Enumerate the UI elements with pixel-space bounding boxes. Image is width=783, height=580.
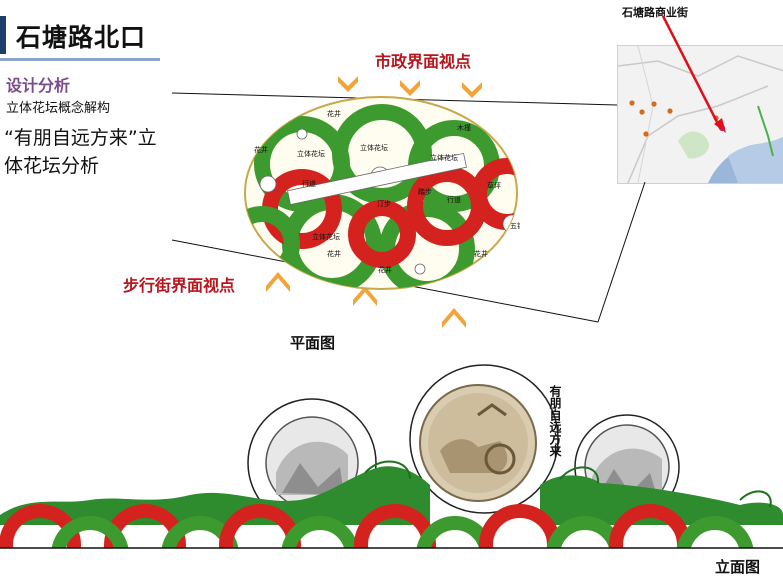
plan-mark: 木槿 bbox=[457, 123, 471, 132]
location-map bbox=[617, 45, 783, 184]
plan-mark: 花井 bbox=[254, 145, 268, 154]
plan-mark: 立体花坛 bbox=[312, 232, 340, 241]
title-box: 石塘路北口 bbox=[0, 10, 160, 61]
plan-view: 花井 木槿 立体花坛 立体花坛 立体花坛 花井 行道 踏步 行道 汀步 草坪 立… bbox=[244, 96, 520, 290]
pedestrian-view-label: 步行街界面视点 bbox=[123, 276, 236, 295]
view-marker-icon bbox=[400, 80, 420, 96]
plan-mark: 行道 bbox=[302, 179, 316, 188]
plan-mark: 立体花坛 bbox=[360, 143, 388, 152]
view-marker-icon bbox=[442, 308, 466, 328]
title-accent-bar bbox=[0, 16, 6, 54]
plan-mark: 踏步 bbox=[418, 187, 432, 196]
analysis-quote: “有朋自远方来”立 体花坛分析 bbox=[4, 124, 194, 180]
section-subtitle: 立体花坛概念解构 bbox=[6, 101, 111, 116]
municipal-view-label: 市政界面视点 bbox=[375, 52, 472, 71]
plan-mark: 花井 bbox=[327, 109, 341, 118]
view-marker-icon bbox=[338, 76, 358, 92]
view-marker-icon bbox=[266, 272, 290, 292]
elevation-label: 立面图 bbox=[715, 558, 761, 576]
view-marker-icon bbox=[462, 82, 482, 98]
plan-mark: 汀步 bbox=[377, 200, 391, 208]
section-heading: 设计分析 bbox=[6, 76, 71, 95]
plan-mark: 立体花坛 bbox=[297, 149, 325, 158]
plan-mark: 草坪 bbox=[487, 181, 501, 190]
page-title: 石塘路北口 bbox=[16, 23, 147, 52]
quote-line-2: 体花坛分析 bbox=[4, 155, 100, 177]
plan-mark: 花井 bbox=[474, 249, 488, 258]
location-label: 石塘路商业街 bbox=[622, 6, 688, 19]
location-map-graphic bbox=[618, 46, 783, 183]
plan-mark: 花井 bbox=[378, 265, 392, 274]
plan-mark: 立体花坛 bbox=[430, 153, 458, 162]
plan-mark: 五针松 bbox=[510, 221, 520, 230]
plan-mark: 行道 bbox=[447, 195, 461, 204]
sculpture-inscription: 有朋自远方来 bbox=[548, 385, 562, 457]
elevation-view bbox=[0, 364, 783, 549]
plan-mark: 花井 bbox=[327, 249, 341, 258]
quote-line-1: “有朋自远方来”立 bbox=[4, 127, 157, 149]
view-marker-icon bbox=[353, 286, 377, 306]
plan-label: 平面图 bbox=[290, 334, 336, 352]
